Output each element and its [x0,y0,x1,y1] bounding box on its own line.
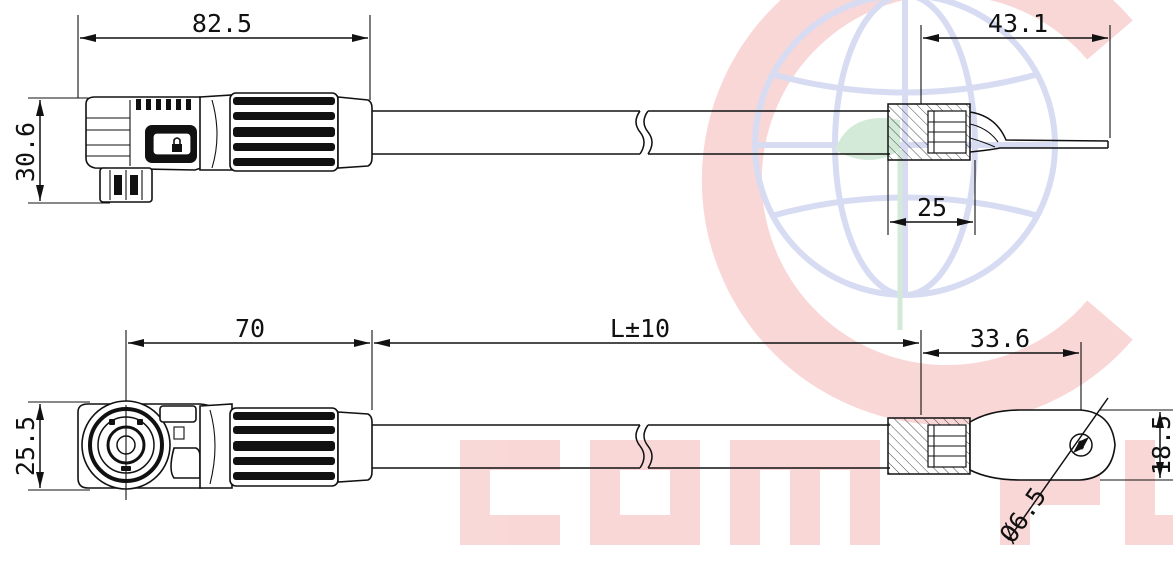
dim-top-sleeve: 25 [887,160,976,235]
bottom-nut [229,407,373,487]
grip-notches [136,99,191,110]
dim-top-length: 82.5 [77,9,371,100]
dim-label-82-5: 82.5 [192,9,252,38]
bottom-cable [372,424,890,469]
bottom-connector-face [77,400,233,500]
dim-lug-width: 18.5 [1100,409,1173,481]
top-stripped-wire [969,111,1109,153]
dim-bottom-cable: L±10 [374,314,922,415]
dim-label-70: 70 [235,314,265,343]
dim-bottom-connector: 70 [125,314,373,440]
dim-top-height: 30.6 [11,97,110,204]
dim-label-18-5: 18.5 [1147,415,1173,475]
bottom-view: 70 L±10 33.6 25.5 [11,314,1173,548]
dim-bottom-height: 25.5 [11,401,90,491]
top-view: 82.5 30.6 [11,9,1111,235]
top-nut [229,92,373,172]
dim-label-43-1: 43.1 [988,9,1048,38]
top-sleeve [887,103,971,161]
dim-top-strip: 43.1 [920,9,1111,138]
dim-label-33-6: 33.6 [970,324,1030,353]
dim-label-25: 25 [917,193,947,222]
watermark-c-arc [701,0,1133,425]
dim-label-30-6: 30.6 [11,122,40,182]
dim-label-l-10: L±10 [610,314,670,343]
watermark-leaf [835,118,900,160]
lock-icon [172,137,182,152]
dim-label-25-5: 25.5 [11,416,40,476]
ring-lug [969,409,1116,481]
top-cable [372,110,890,155]
top-connector-head [85,94,233,203]
bottom-sleeve [887,417,971,475]
